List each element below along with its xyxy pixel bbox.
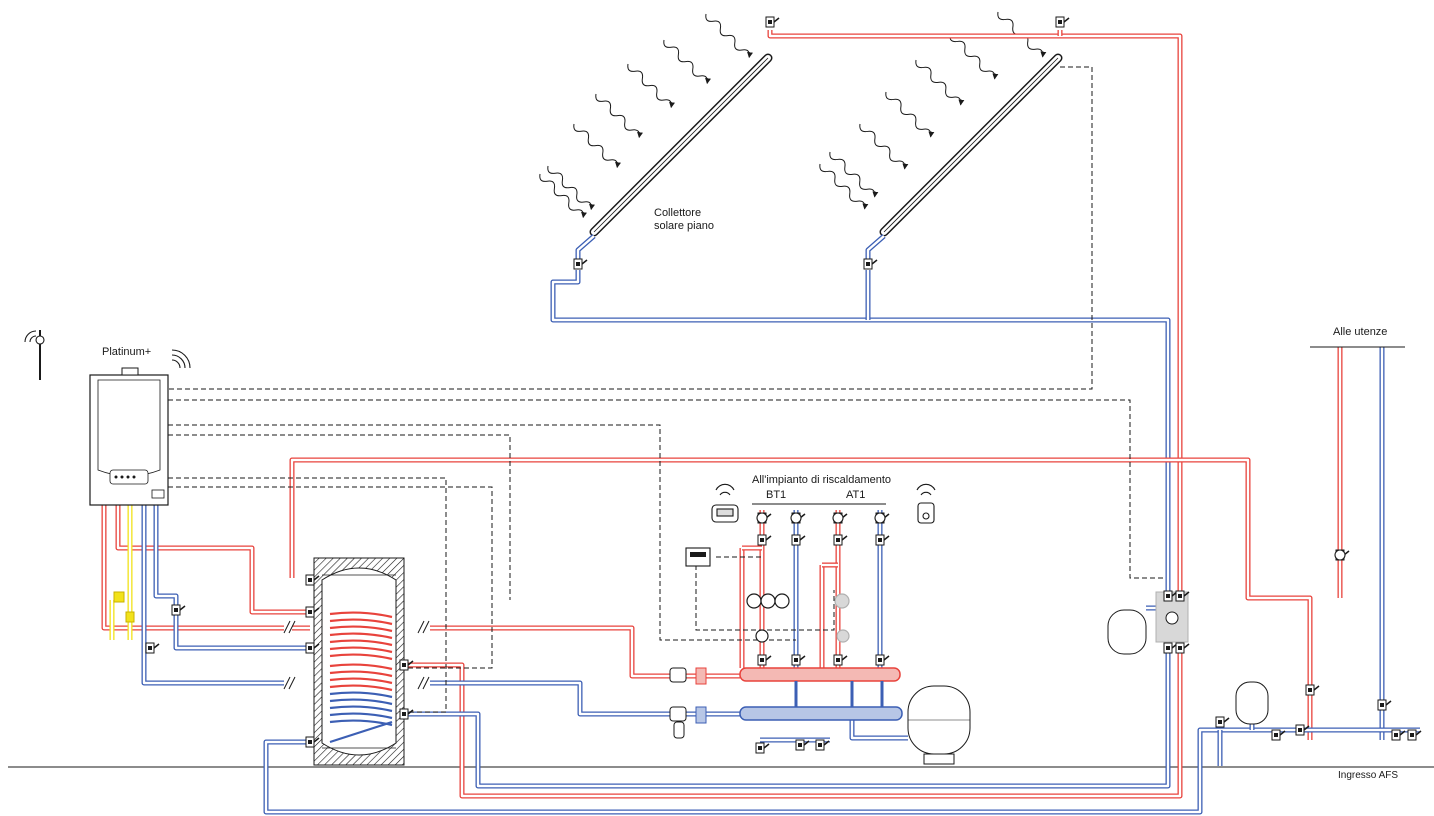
zone-at1-label: AT1 [846, 489, 866, 501]
solar-radiation-arrows [539, 11, 1047, 219]
solar-collector-left [589, 53, 773, 237]
valves-and-fittings [113, 16, 1422, 754]
solar-collector-right [879, 53, 1063, 237]
boiler-label: Platinum+ [102, 346, 152, 358]
control-wiring [168, 66, 1165, 713]
dhw-storage-tank [313, 557, 405, 766]
zone-bt1-label: BT1 [766, 489, 787, 501]
boiler-unit [89, 367, 169, 506]
collector-label-line1: Collettore [654, 207, 702, 219]
expansion-vessel-heating [907, 685, 971, 765]
hydraulic-manifold [739, 667, 903, 721]
zone-controller-icon [685, 547, 711, 567]
room-thermostat-bt-icon [711, 483, 739, 523]
room-thermostat-at-icon [916, 483, 936, 524]
to-users-label: Alle utenze [1333, 326, 1388, 338]
heating-system-label: All'impianto di riscaldamento [752, 474, 892, 486]
wifi-icon [171, 349, 191, 369]
cold-inlet-label: Ingresso AFS [1338, 770, 1399, 781]
collector-label-line2: solare piano [654, 220, 714, 232]
outdoor-sensor-icon [24, 330, 45, 380]
expansion-vessel-solar [1107, 609, 1147, 655]
expansion-vessel-dhw [1235, 681, 1269, 725]
circulation-pumps [746, 593, 850, 643]
tank-coils [329, 611, 393, 744]
pipe-network [101, 30, 1420, 815]
pipe-break-marks [283, 620, 430, 690]
